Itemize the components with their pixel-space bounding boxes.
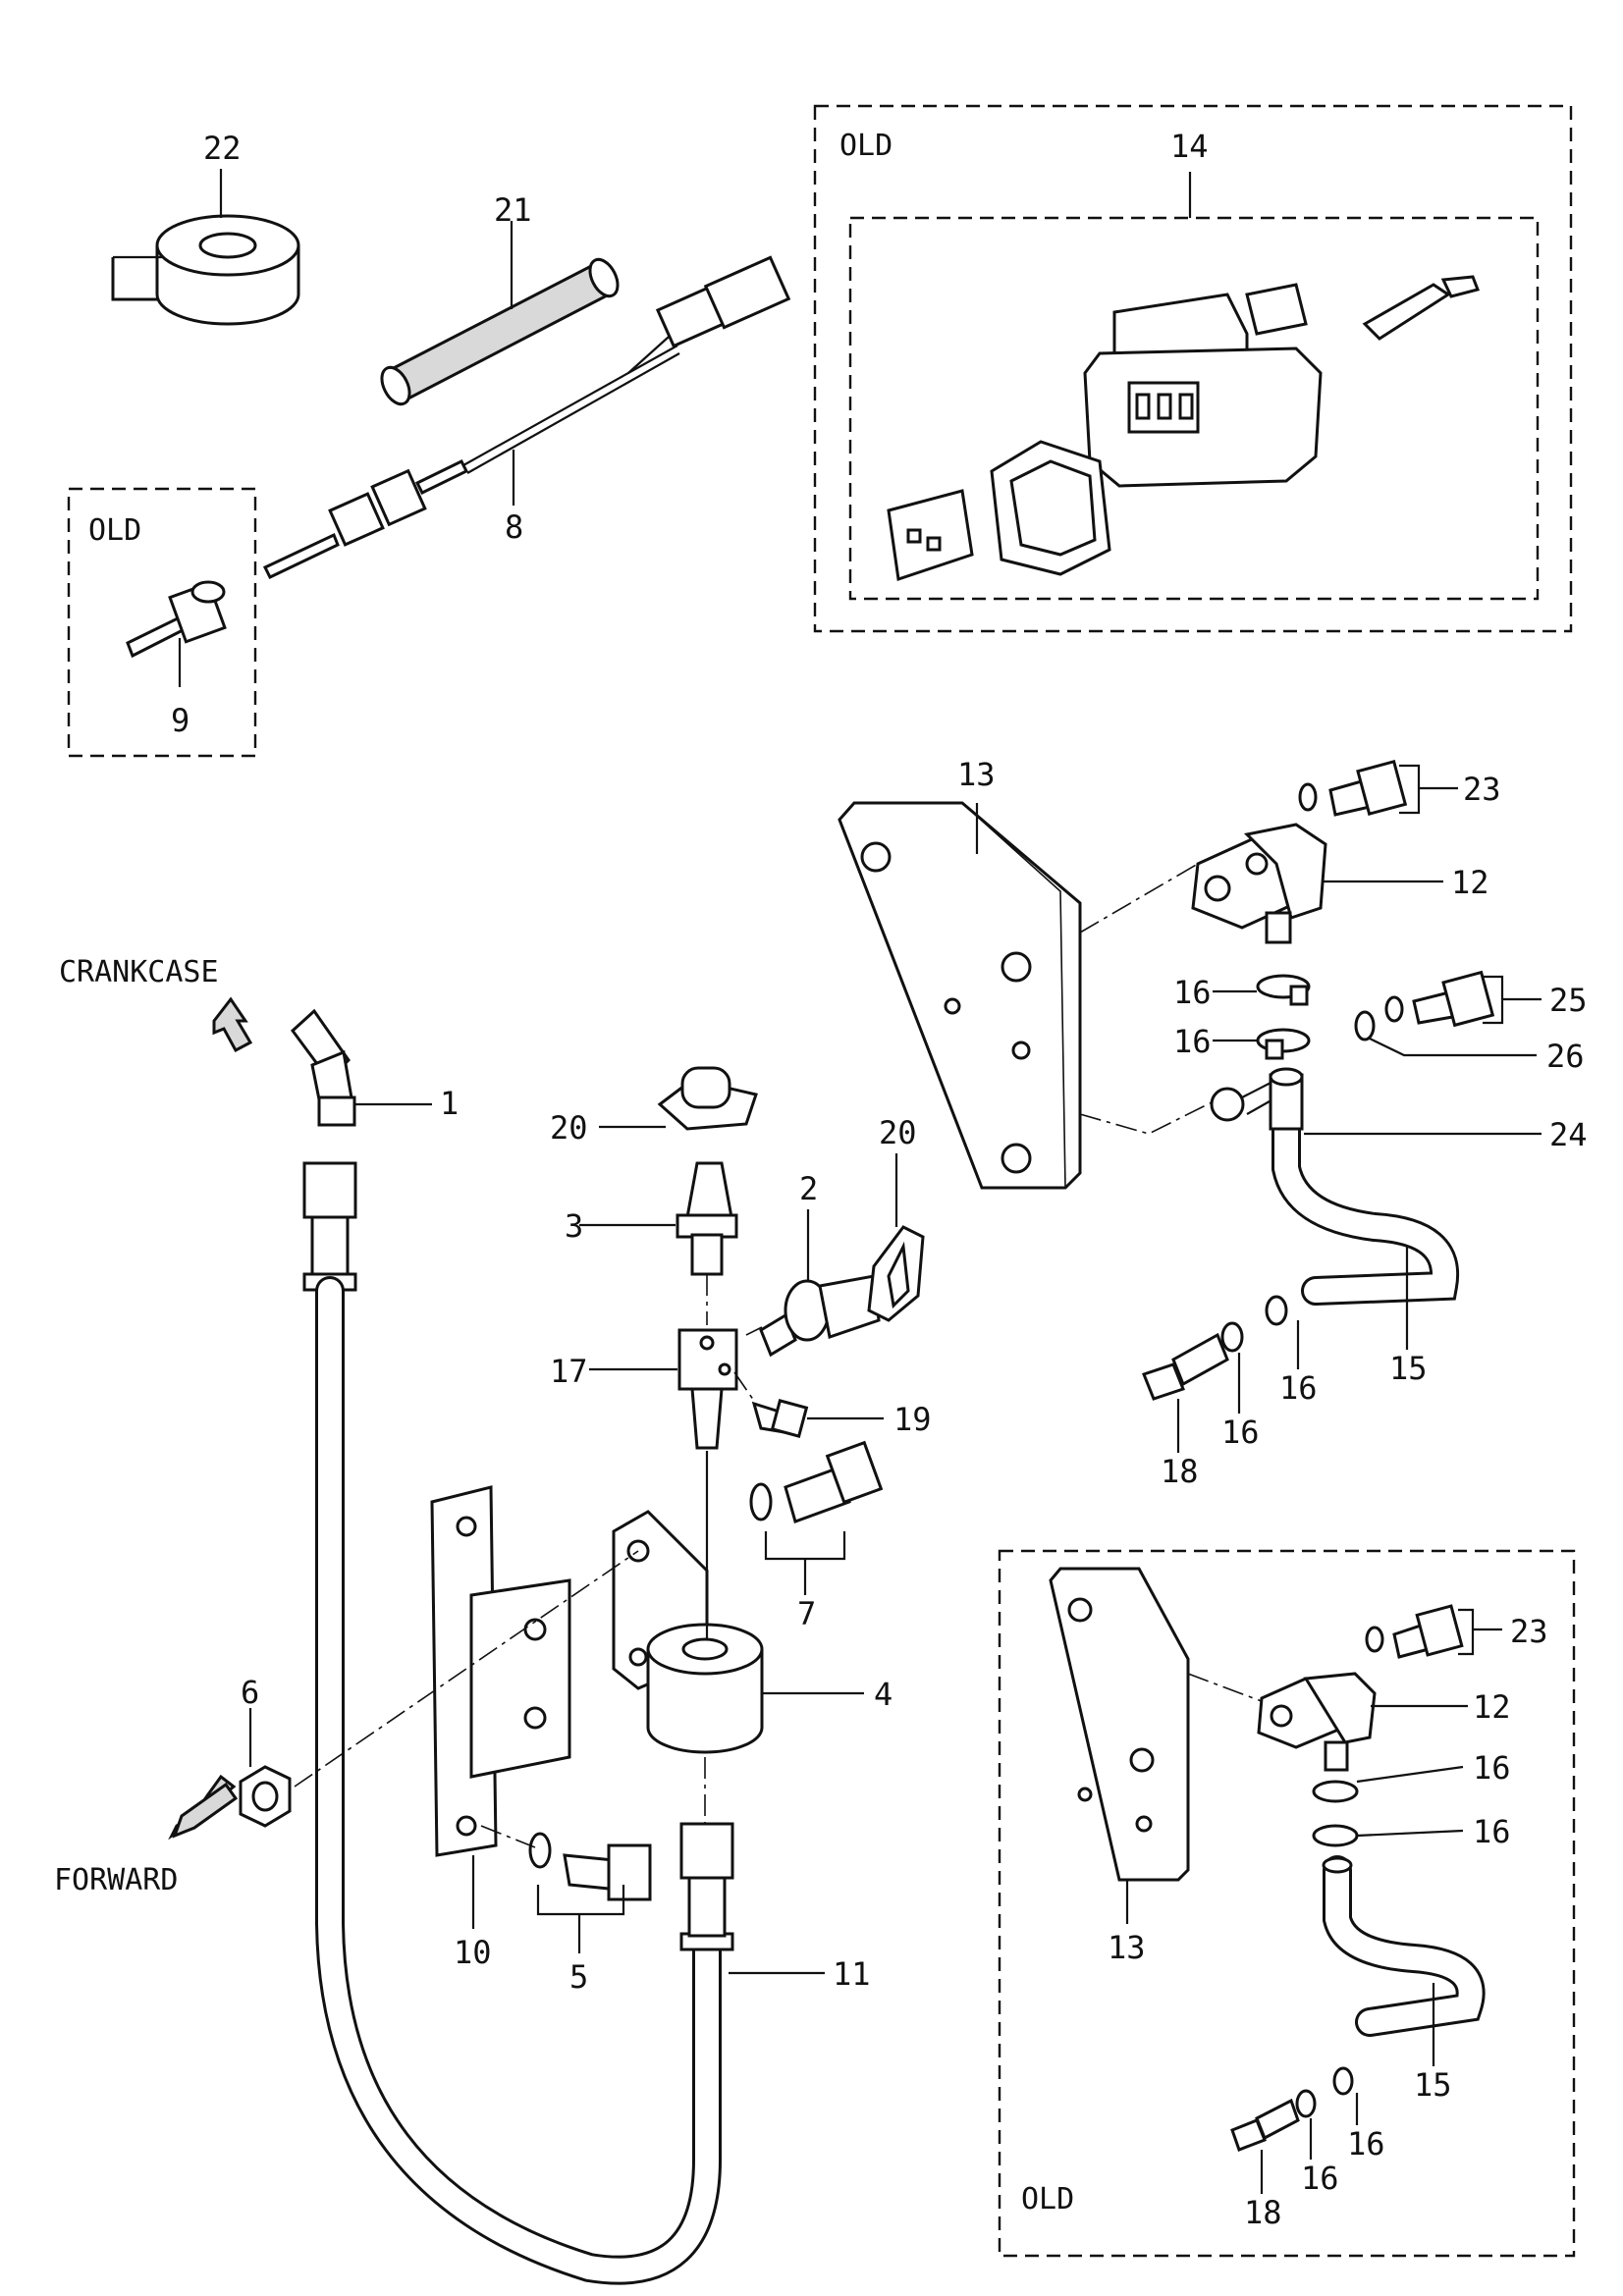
callout-16-old-b: 16 (1473, 1813, 1511, 1850)
callout-16-b: 16 (1173, 1023, 1212, 1060)
clamp-icon (1256, 974, 1311, 1060)
bolt-washer-25-icon (1354, 970, 1495, 1041)
callout-21: 21 (494, 191, 532, 229)
crankcase-label: CRANKCASE (59, 955, 219, 989)
callout-9: 9 (171, 702, 189, 739)
old-clamp-icon (1312, 1780, 1359, 1847)
bolt-washer-lower-icon (528, 1832, 652, 1901)
crankcase-arrow-icon (212, 996, 253, 1053)
old-label-bracket: OLD (1021, 2182, 1074, 2216)
callout-24: 24 (1549, 1116, 1588, 1153)
callout-14: 14 (1170, 128, 1209, 165)
callout-5: 5 (569, 1958, 588, 1996)
callout-7: 7 (797, 1595, 816, 1632)
callout-12-top: 12 (1451, 864, 1489, 901)
callout-11: 11 (833, 1955, 871, 1993)
callout-18-top: 18 (1161, 1453, 1199, 1490)
old-bolt-washer-icon (1365, 1604, 1464, 1659)
callout-16-d: 16 (1221, 1414, 1260, 1451)
connector-kit-icon (887, 275, 1481, 581)
callout-10: 10 (454, 1934, 492, 1971)
callout-26: 26 (1546, 1038, 1585, 1075)
callout-3: 3 (565, 1207, 583, 1245)
callout-6: 6 (241, 1674, 259, 1711)
callout-20-b: 20 (879, 1114, 917, 1151)
nut-icon (239, 1765, 292, 1828)
hose-fitting-icon (1142, 1295, 1288, 1401)
callout-16-a: 16 (1173, 974, 1212, 1011)
callout-25: 25 (1549, 982, 1588, 1019)
callout-13-old: 13 (1108, 1929, 1146, 1966)
old-pressure-sensor-icon (1257, 1672, 1377, 1772)
callout-16-old-c: 16 (1347, 2125, 1385, 2163)
callout-16-old-d: 16 (1301, 2160, 1339, 2197)
callout-13-top: 13 (957, 756, 996, 793)
callout-20-a: 20 (550, 1109, 588, 1147)
vacuum-hose-icon (1210, 1067, 1460, 1306)
callout-1: 1 (440, 1085, 459, 1122)
temperature-sensor-icon (262, 255, 791, 579)
old-sensor-icon (126, 580, 227, 659)
callout-18-old: 18 (1244, 2194, 1282, 2231)
bolt-washer-icon (749, 1440, 884, 1523)
callout-8: 8 (505, 508, 523, 546)
callout-12-old: 12 (1473, 1688, 1511, 1726)
valve-icon (759, 1274, 881, 1358)
bracket-plate-icon (430, 1485, 571, 1857)
check-valve-icon (676, 1161, 738, 1276)
callout-23-top: 23 (1463, 771, 1501, 808)
forward-label: FORWARD (54, 1863, 178, 1897)
elbow-fitting-icon (290, 1008, 356, 1127)
callout-4: 4 (874, 1676, 893, 1713)
mounting-plate-icon (838, 801, 1082, 1190)
old-box-sensor (67, 487, 257, 758)
callout-15-old: 15 (1414, 2066, 1452, 2104)
sleeve-icon (380, 257, 620, 406)
tape-roll-icon (111, 214, 300, 326)
callout-16-old-a: 16 (1473, 1749, 1511, 1787)
mount-bracket-icon (612, 1510, 764, 1754)
old-box-bracket (998, 1549, 1576, 2258)
callout-15-top: 15 (1389, 1350, 1428, 1387)
plug-icon (751, 1399, 809, 1438)
old-label-connector: OLD (839, 129, 893, 163)
pressure-sensor-icon (1191, 823, 1327, 944)
callout-17: 17 (550, 1353, 588, 1390)
old-label-sensor: OLD (88, 513, 141, 548)
callout-23-old: 23 (1510, 1613, 1548, 1650)
hose-icon (302, 1161, 734, 2285)
connector-kit-box (848, 216, 1540, 601)
old-box-connector (813, 104, 1573, 633)
junction-block-icon (677, 1328, 738, 1450)
old-mounting-plate-icon (1049, 1567, 1190, 1882)
callout-19: 19 (893, 1401, 932, 1438)
callout-16-c: 16 (1279, 1369, 1318, 1407)
callout-2: 2 (799, 1170, 818, 1207)
old-vacuum-hose-icon (1230, 1855, 1486, 2152)
callout-22: 22 (203, 130, 242, 167)
bolt-washer-23-icon (1298, 759, 1408, 817)
gasket-icon (867, 1225, 925, 1322)
cap-icon (657, 1066, 758, 1131)
